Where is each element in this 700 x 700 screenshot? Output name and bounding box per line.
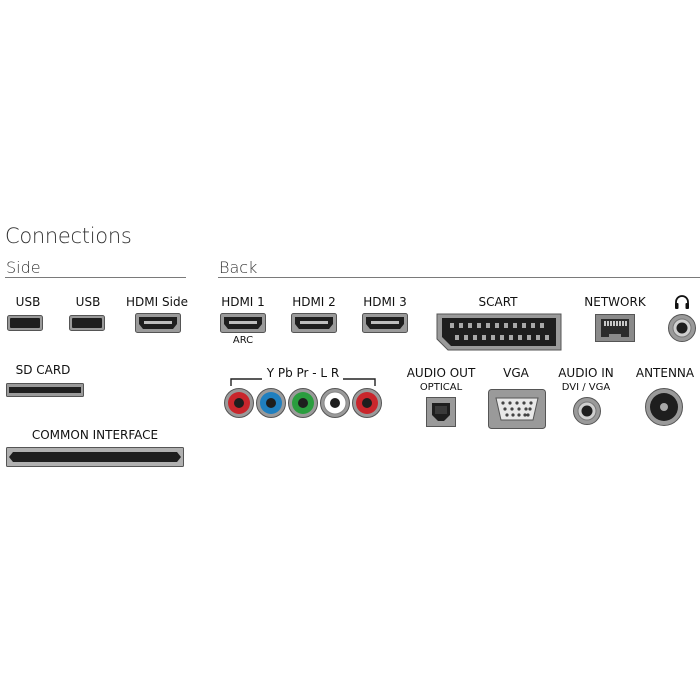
usb-port-icon [69, 315, 105, 331]
audio-in-label: AUDIO IN [558, 366, 614, 380]
audio-in-jack-icon [572, 396, 602, 426]
side-divider [5, 277, 186, 278]
back-divider [218, 277, 700, 278]
sd-card-label: SD CARD [15, 363, 71, 377]
antenna-label: ANTENNA [635, 366, 695, 380]
hdmi-port-icon [291, 313, 337, 333]
rca-jack-blue-icon [255, 387, 287, 419]
rca-jack-red-icon [223, 387, 255, 419]
usb2-label: USB [75, 295, 101, 309]
section-side-label: Side [6, 258, 41, 277]
antenna-port-icon [644, 387, 684, 427]
ypbpr-label: Y Pb Pr - L R [266, 366, 340, 380]
hdmi1-sub-label: ARC [232, 335, 254, 346]
rca-jack-red-icon [351, 387, 383, 419]
vga-port-icon [488, 389, 546, 429]
vga-label: VGA [503, 366, 529, 380]
usb1-label: USB [15, 295, 41, 309]
audio-out-label: AUDIO OUT [406, 366, 476, 380]
headphones-icon [674, 294, 690, 314]
hdmi3-label: HDMI 3 [363, 295, 407, 309]
hdmi-side-label: HDMI Side [126, 295, 188, 309]
section-back-label: Back [219, 258, 258, 277]
ypbpr-bracket [230, 372, 376, 391]
scart-port-icon [436, 313, 562, 351]
optical-port-icon [426, 397, 456, 427]
ethernet-port-icon [595, 314, 635, 342]
sd-card-slot-icon [6, 383, 84, 397]
scart-label: SCART [478, 295, 518, 309]
rca-jack-white-icon [319, 387, 351, 419]
audio-in-sub-label: DVI / VGA [561, 382, 611, 393]
common-interface-slot-icon [6, 447, 184, 467]
common-interface-label: COMMON INTERFACE [31, 428, 159, 442]
hdmi1-label: HDMI 1 [221, 295, 265, 309]
page-title: Connections [5, 224, 132, 248]
audio-out-sub-label: OPTICAL [419, 382, 463, 393]
hdmi-port-icon [362, 313, 408, 333]
hdmi2-label: HDMI 2 [292, 295, 336, 309]
hdmi-port-icon [220, 313, 266, 333]
usb-port-icon [7, 315, 43, 331]
hdmi-port-icon [135, 313, 181, 333]
network-label: NETWORK [584, 295, 646, 309]
headphone-jack-icon [667, 313, 697, 343]
rca-jack-green-icon [287, 387, 319, 419]
